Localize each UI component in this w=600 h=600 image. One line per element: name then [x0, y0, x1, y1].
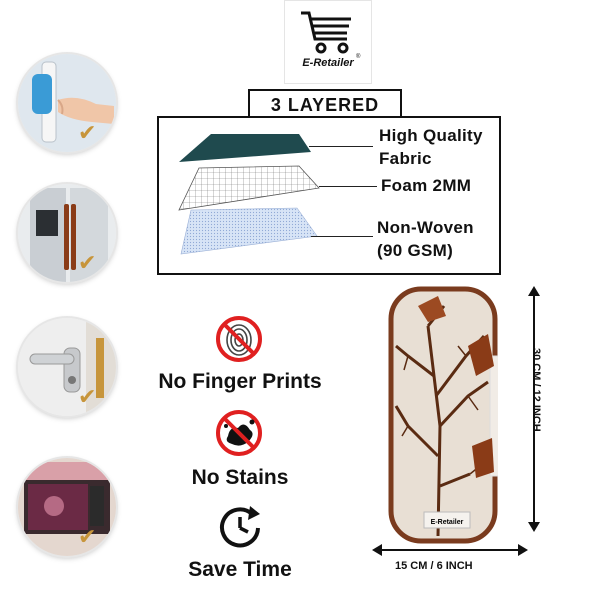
leader-line [311, 236, 373, 237]
check-icon: ✔ [78, 120, 97, 145]
width-label: 15 CM / 6 INCH [395, 560, 473, 572]
microwave-image: ✔ [18, 458, 116, 556]
check-icon: ✔ [78, 524, 97, 549]
fridge-handle-hand-image: ✔ [18, 54, 116, 152]
leader-line [309, 146, 373, 147]
layer-foam-label: Foam 2MM [381, 176, 472, 195]
shopping-cart-icon [301, 11, 351, 54]
stain-prohibited-icon [216, 410, 262, 456]
brand-logo: E-Retailer ® [284, 0, 372, 84]
door-handle-image: ✔ [18, 318, 116, 416]
layer-fabric-line2: Fabric [379, 149, 432, 168]
height-label: 30 CM / 12 INCH [530, 348, 542, 432]
layers-illustration [178, 134, 320, 255]
feature-no-finger-prints: No Finger Prints [158, 370, 322, 393]
layer-fabric-line1: High Quality [379, 126, 483, 145]
check-icon: ✔ [78, 250, 97, 275]
layer-fabric-label: High Quality Fabric [379, 126, 483, 169]
handle-cover-product-image: E-Retailer [388, 286, 498, 544]
leader-line [319, 186, 377, 187]
width-dimension-arrow [372, 544, 528, 556]
registered-mark: ® [356, 54, 361, 60]
product-brand-tag: E-Retailer [431, 519, 464, 526]
clock-icon [220, 506, 260, 548]
logo-text: E-Retailer [302, 57, 354, 69]
layer-nonwoven-label: Non-Woven (90 GSM) [377, 218, 474, 261]
feature-save-time: Save Time [188, 558, 292, 581]
layer-nonwoven-line1: Non-Woven [377, 218, 474, 237]
fingerprint-prohibited-icon [216, 316, 262, 362]
layer-diagram: High Quality Fabric Foam 2MM Non-Woven (… [157, 116, 501, 275]
check-icon: ✔ [78, 384, 97, 409]
fridge-door-image: ✔ [18, 184, 116, 282]
layer-title: 3 LAYERED [248, 89, 402, 119]
feature-no-stains: No Stains [191, 466, 289, 489]
layer-nonwoven-line2: (90 GSM) [377, 241, 454, 260]
height-dimension-arrow [528, 286, 540, 532]
